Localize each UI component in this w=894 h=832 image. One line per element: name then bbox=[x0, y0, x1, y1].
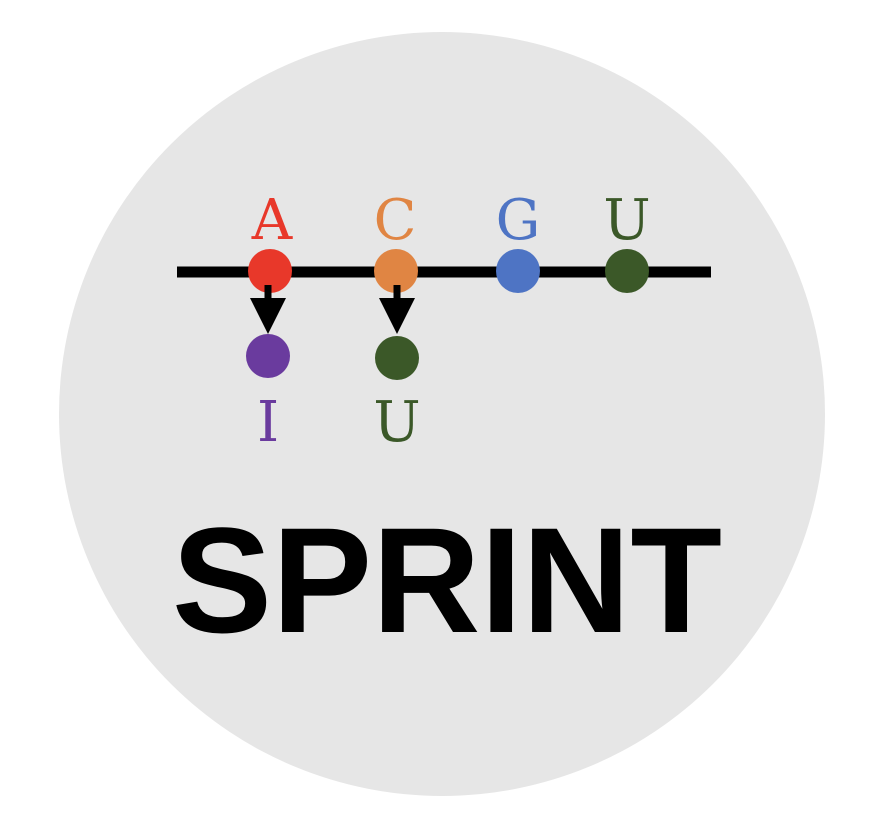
edit-arrow-a-to-i bbox=[250, 285, 286, 334]
base-u-label: U bbox=[603, 188, 651, 253]
base-g-label: G bbox=[495, 188, 541, 253]
base-c-label: C bbox=[373, 188, 417, 253]
base-a-node bbox=[248, 249, 292, 293]
logo-title: SPRINT bbox=[171, 496, 723, 664]
edited-base-i-node bbox=[246, 334, 290, 378]
edited-base-i-label: I bbox=[256, 390, 280, 455]
edit-arrow-c-to-u bbox=[379, 285, 415, 334]
base-c-node bbox=[374, 249, 418, 293]
base-a-label: A bbox=[251, 188, 293, 253]
edited-base-u-label: U bbox=[373, 390, 421, 455]
edited-base-u-node bbox=[375, 336, 419, 380]
base-u-node bbox=[605, 249, 649, 293]
logo-background-circle bbox=[59, 32, 825, 796]
base-g-node bbox=[496, 249, 540, 293]
